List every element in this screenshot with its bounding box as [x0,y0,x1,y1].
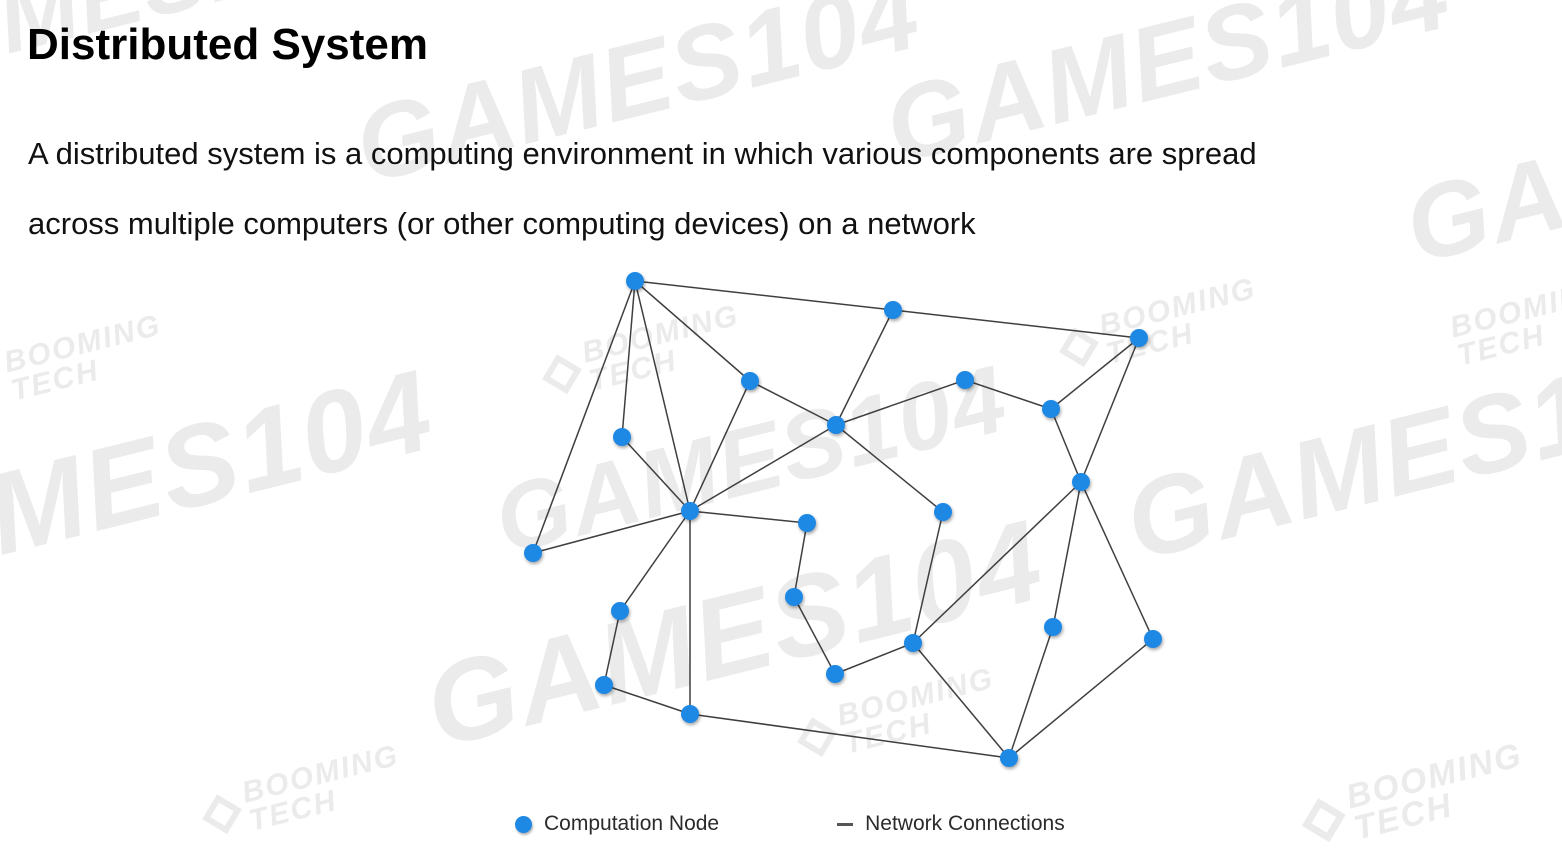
computation-node-icon [515,815,532,833]
computation-node [798,514,816,532]
computation-node [681,705,699,723]
legend-item-node: Computation Node [515,812,719,836]
legend-node-label: Computation Node [544,812,720,835]
network-connection-line [689,713,1010,759]
network-connection-line [619,510,691,612]
legend: Computation Node Network Connections [515,812,1065,836]
computation-node [934,503,952,521]
body-line-2: across multiple computers (or other comp… [28,206,976,241]
network-connection-line [634,280,894,311]
network-connection-line [912,481,1082,644]
network-connection-line [964,379,1052,410]
legend-item-connections: Network Connections [837,812,1065,836]
network-connection-line [835,424,944,513]
network-connection-line [1052,481,1082,628]
computation-node [613,428,631,446]
network-connection-line [793,596,836,675]
network-connection-line [689,380,751,512]
network-connection-line [834,642,914,675]
computation-node [626,272,644,290]
computation-node [1130,329,1148,347]
network-connection-line [621,436,691,512]
network-connection-line [1008,638,1154,759]
computation-node [904,634,922,652]
network-connection-line [793,522,808,598]
body-text: A distributed system is a computing envi… [28,138,1558,239]
network-connection-line-icon [837,822,854,826]
network-connection-line [603,610,621,686]
computation-node [884,301,902,319]
computation-node [1044,618,1062,636]
network-connection-line [603,684,691,715]
computation-node [826,665,844,683]
network-connection-line [1080,481,1154,640]
network-connection-line [689,424,837,512]
page-title: Distributed System [27,20,428,69]
computation-node [1072,473,1090,491]
network-connection-line [634,280,751,382]
computation-node [524,544,542,562]
network-connection-line [532,280,636,554]
network-connection-line [1008,626,1054,759]
network-connection-line [689,510,808,524]
computation-node [611,602,629,620]
network-connection-line [621,280,636,438]
network-connection-line [1050,408,1082,483]
computation-node [785,588,803,606]
computation-node [827,416,845,434]
computation-node [1042,400,1060,418]
computation-node [1000,749,1018,767]
network-connection-line [634,280,691,512]
network-connection-line [1050,337,1140,410]
network-connection-line [892,309,1140,339]
computation-node [741,372,759,390]
network-connection-line [912,511,944,644]
computation-node [681,502,699,520]
network-connection-line [749,380,837,426]
network-connection-line [835,379,966,426]
computation-node [1144,630,1162,648]
computation-node [956,371,974,389]
body-line-1: A distributed system is a computing envi… [28,136,1257,171]
network-connection-line [532,510,691,554]
computation-node [595,676,613,694]
legend-connections-label: Network Connections [865,812,1065,835]
network-connection-line [835,309,894,426]
network-connection-line [912,642,1010,759]
network-connection-line [1080,337,1140,483]
